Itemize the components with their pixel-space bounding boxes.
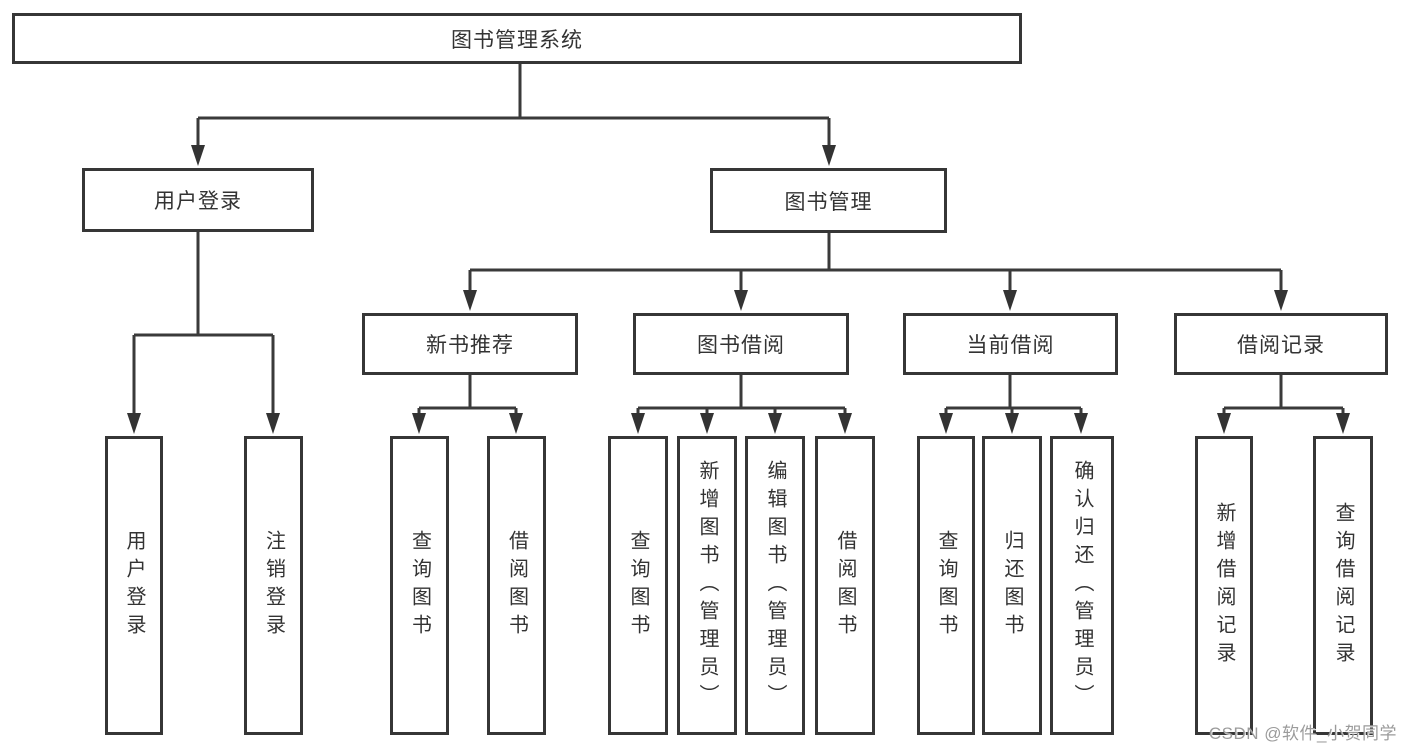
node-current-borrowing: 当前借阅 bbox=[903, 313, 1118, 375]
node-borrow-records: 借阅记录 bbox=[1174, 313, 1388, 375]
leaf-borrow-books-recommend: 借阅图书 bbox=[487, 436, 546, 735]
node-book-management-branch: 图书管理 bbox=[710, 168, 947, 233]
node-user-login-branch: 用户登录 bbox=[82, 168, 314, 232]
leaf-confirm-return-admin: 确认归还（管理员） bbox=[1050, 436, 1114, 735]
leaf-edit-books-admin: 编辑图书（管理员） bbox=[745, 436, 805, 735]
leaf-query-books-current: 查询图书 bbox=[917, 436, 975, 735]
node-book-borrowing: 图书借阅 bbox=[633, 313, 849, 375]
leaf-logout: 注销登录 bbox=[244, 436, 303, 735]
leaf-return-books: 归还图书 bbox=[982, 436, 1042, 735]
leaf-user-login: 用户登录 bbox=[105, 436, 163, 735]
leaf-add-borrow-record: 新增借阅记录 bbox=[1195, 436, 1253, 735]
node-library-management-system: 图书管理系统 bbox=[12, 13, 1022, 64]
leaf-borrow-books: 借阅图书 bbox=[815, 436, 875, 735]
leaf-query-borrow-record: 查询借阅记录 bbox=[1313, 436, 1373, 735]
leaf-add-books-admin: 新增图书（管理员） bbox=[677, 436, 737, 735]
node-new-book-recommend: 新书推荐 bbox=[362, 313, 578, 375]
leaf-query-books-borrowing: 查询图书 bbox=[608, 436, 668, 735]
watermark: CSDN @软件_小贺同学 bbox=[1208, 724, 1397, 743]
leaf-query-books-recommend: 查询图书 bbox=[390, 436, 449, 735]
